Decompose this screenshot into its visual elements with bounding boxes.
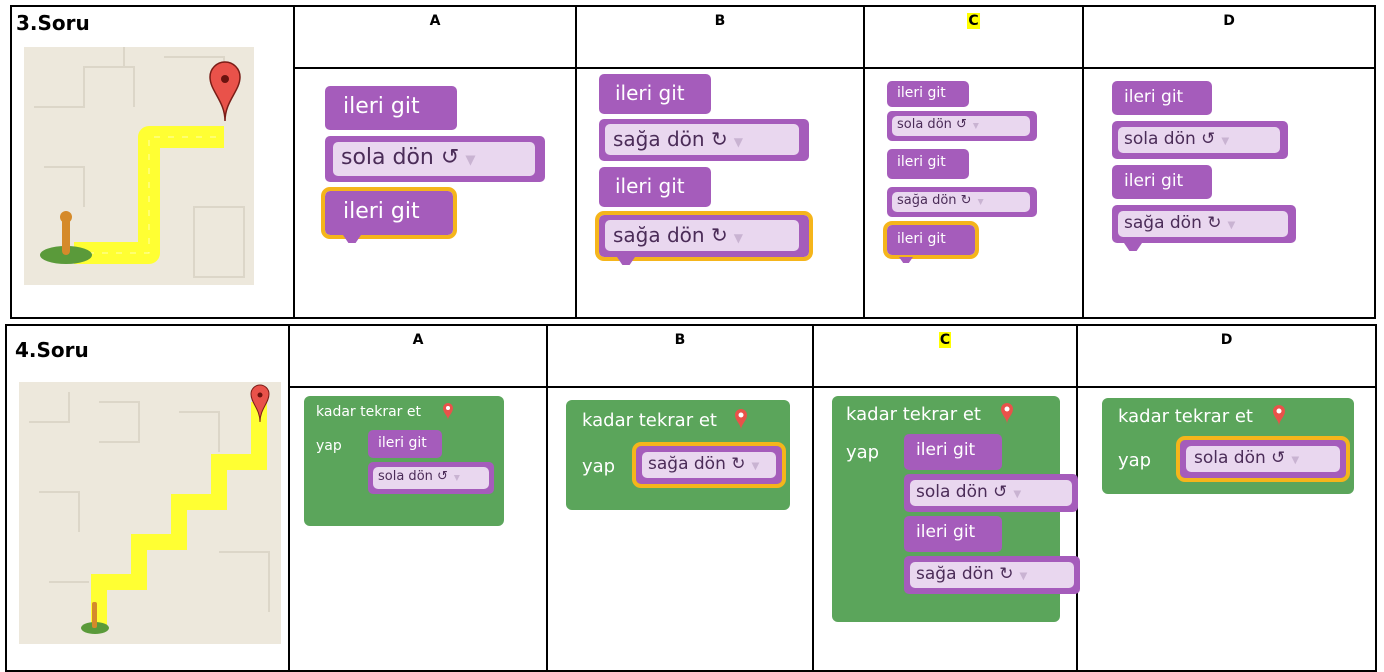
move-forward-block: ileri git <box>1112 81 1212 115</box>
turn-left-block: sola dön ↺▼ <box>904 474 1078 512</box>
dropdown-arrow-icon: ▼ <box>465 153 476 168</box>
turn-right-block: sağa dön ↻▼ <box>632 442 786 488</box>
turn-right-block: sağa dön ↻▼ <box>595 211 813 261</box>
move-forward-block: ileri git <box>599 167 711 207</box>
q3-option-b-header: B <box>575 5 865 69</box>
q3-option-c-cell[interactable]: ileri git sola dön ↺▼ ileri git sağa dön… <box>863 67 1084 319</box>
turn-right-dropdown[interactable]: sağa dön ↻▼ <box>605 220 799 251</box>
q4-option-d-cell[interactable]: kadar tekrar et yap sola dön ↺▼ <box>1076 386 1377 672</box>
repeat-until-label: kadar tekrar et <box>316 404 421 420</box>
move-forward-block: ileri git <box>368 430 442 458</box>
turn-left-dropdown[interactable]: sola dön ↺▼ <box>333 142 535 176</box>
question-3-title: 3.Soru <box>16 11 90 35</box>
turn-right-dropdown[interactable]: sağa dön ↻▼ <box>605 124 799 155</box>
turn-left-block: sola dön ↺▼ <box>325 136 545 182</box>
q3-option-d-cell[interactable]: ileri git sola dön ↺▼ ileri git sağa dön… <box>1082 67 1376 319</box>
dropdown-arrow-icon: ▼ <box>977 197 984 206</box>
turn-left-dropdown[interactable]: sola dön ↺▼ <box>1118 127 1280 153</box>
block-notch <box>343 235 361 243</box>
dropdown-arrow-icon: ▼ <box>1019 571 1028 582</box>
turn-right-dropdown[interactable]: sağa dön ↻▼ <box>1118 211 1288 237</box>
q3-option-c-header: C <box>863 5 1084 69</box>
turn-left-block: sola dön ↺▼ <box>887 111 1037 141</box>
turn-right-block: sağa dön ↻▼ <box>599 119 809 161</box>
move-forward-block: ileri git <box>904 516 1002 552</box>
turn-left-dropdown[interactable]: sola dön ↺▼ <box>910 480 1072 506</box>
dropdown-arrow-icon: ▼ <box>1013 489 1022 500</box>
maze-map-graphic <box>34 47 245 278</box>
turn-right-dropdown[interactable]: sağa dön ↻▼ <box>910 562 1074 588</box>
turn-left-block: sola dön ↺▼ <box>368 462 494 494</box>
turn-left-dropdown[interactable]: sola dön ↺▼ <box>892 116 1030 136</box>
maze-map-graphic <box>29 384 270 634</box>
question-4-maze-map <box>19 382 281 644</box>
q3-option-b-cell[interactable]: ileri git sağa dön ↻▼ ileri git sağa dön… <box>575 67 865 319</box>
q3-option-a-cell[interactable]: ileri git sola dön ↺▼ ileri git <box>293 67 577 319</box>
map-pin-icon <box>1272 404 1286 430</box>
question-4-title: 4.Soru <box>15 338 89 362</box>
do-label: yap <box>316 438 342 454</box>
q4-option-a-cell[interactable]: kadar tekrar et yap ileri git sola dön ↺… <box>288 386 548 672</box>
move-forward-block: ileri git <box>599 74 711 114</box>
turn-right-block: sağa dön ↻▼ <box>904 556 1080 594</box>
repeat-until-block: kadar tekrar et yap sola dön ↺▼ <box>1102 398 1354 494</box>
block-notch <box>899 257 913 263</box>
q3-option-d-header: D <box>1082 5 1376 69</box>
turn-right-dropdown[interactable]: sağa dön ↻▼ <box>642 452 776 478</box>
map-pin-icon <box>734 408 748 434</box>
repeat-until-label: kadar tekrar et <box>846 404 981 425</box>
do-label: yap <box>846 442 880 463</box>
repeat-until-block: kadar tekrar et yap ileri git sola dön ↺… <box>304 396 504 526</box>
repeat-until-label: kadar tekrar et <box>1118 406 1253 427</box>
question-3-maze-map <box>24 47 254 285</box>
turn-left-block: sola dön ↺▼ <box>1176 436 1350 482</box>
block-notch <box>617 257 635 265</box>
turn-left-dropdown[interactable]: sola dön ↺▼ <box>1186 446 1340 472</box>
turn-left-dropdown[interactable]: sola dön ↺▼ <box>373 467 489 489</box>
dropdown-arrow-icon: ▼ <box>1227 220 1236 231</box>
dropdown-arrow-icon: ▼ <box>733 135 743 149</box>
question-3-map-cell: 3.Soru <box>10 5 295 319</box>
question-4-map-cell: 4.Soru <box>5 324 290 672</box>
dropdown-arrow-icon: ▼ <box>453 473 460 482</box>
map-pin-icon <box>1000 402 1014 428</box>
dropdown-arrow-icon: ▼ <box>972 121 979 130</box>
map-pin-icon <box>442 402 454 424</box>
dropdown-arrow-icon: ▼ <box>1221 136 1230 147</box>
q4-option-c-cell[interactable]: kadar tekrar et yap ileri git sola dön ↺… <box>812 386 1080 672</box>
turn-right-dropdown[interactable]: sağa dön ↻▼ <box>892 192 1030 212</box>
q4-option-a-header: A <box>288 324 548 388</box>
question-3-table: 3.Soru A B C D <box>10 5 1376 319</box>
move-forward-block: ileri git <box>321 187 457 239</box>
move-forward-block: ileri git <box>887 81 969 107</box>
move-forward-block: ileri git <box>1112 165 1212 199</box>
turn-left-block: sola dön ↺▼ <box>1112 121 1288 159</box>
q3-option-a-header: A <box>293 5 577 69</box>
turn-right-block: sağa dön ↻▼ <box>1112 205 1296 243</box>
do-label: yap <box>1118 450 1152 471</box>
do-label: yap <box>582 456 616 477</box>
question-4-table: 4.Soru A B C D kadar tekra <box>5 324 1377 672</box>
move-forward-block: ileri git <box>883 221 979 259</box>
dropdown-arrow-icon: ▼ <box>733 231 743 245</box>
q4-option-b-header: B <box>546 324 814 388</box>
move-forward-block: ileri git <box>325 86 457 130</box>
turn-right-block: sağa dön ↻▼ <box>887 187 1037 217</box>
dropdown-arrow-icon: ▼ <box>751 461 760 472</box>
repeat-until-label: kadar tekrar et <box>582 410 717 431</box>
dropdown-arrow-icon: ▼ <box>1291 455 1300 466</box>
block-notch <box>1124 243 1142 251</box>
repeat-until-block: kadar tekrar et yap sağa dön ↻▼ <box>566 400 790 510</box>
repeat-until-block: kadar tekrar et yap ileri git sola dön ↺… <box>832 396 1080 622</box>
q4-option-d-header: D <box>1076 324 1377 388</box>
q4-option-b-cell[interactable]: kadar tekrar et yap sağa dön ↻▼ <box>546 386 814 672</box>
q4-option-c-header: C <box>812 324 1078 388</box>
move-forward-block: ileri git <box>904 434 1002 470</box>
move-forward-block: ileri git <box>887 149 969 179</box>
